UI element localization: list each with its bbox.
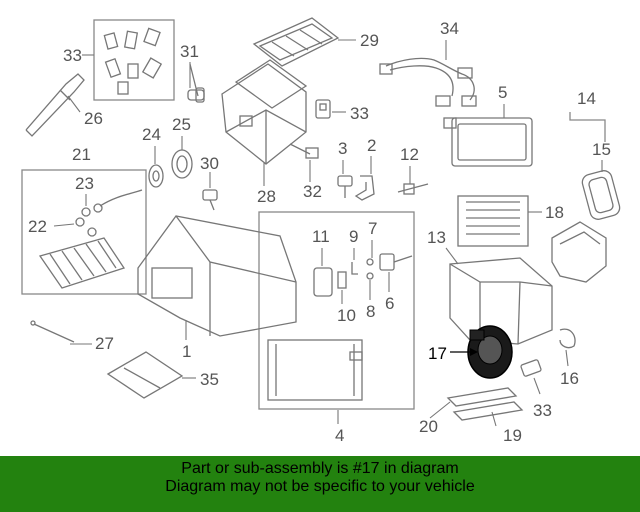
callout-label-22: 22 [28, 217, 47, 236]
part-22-seals [75, 217, 97, 237]
part-29-filter [252, 17, 340, 67]
callout-label-4: 4 [335, 426, 344, 445]
part-4-evaporator [267, 339, 363, 401]
part-26-rod [25, 73, 85, 137]
part-23-o-rings [81, 189, 143, 217]
callout-label-19: 19 [503, 426, 522, 445]
callout-label-25: 25 [172, 115, 191, 134]
part-9-link [351, 262, 358, 275]
callout-label-2: 2 [367, 136, 376, 155]
part-5-frame [451, 117, 533, 167]
callout-label-33: 33 [63, 46, 82, 65]
callout-label-5: 5 [498, 83, 507, 102]
part-21-heater-core [38, 237, 126, 289]
part-18-filter [457, 195, 529, 247]
part-11-actuator [313, 267, 333, 297]
part-13-case [449, 257, 553, 345]
part-33-clips [103, 27, 163, 95]
callout-label-30: 30 [200, 154, 219, 173]
part-14-cover [551, 221, 607, 283]
callout-label-28: 28 [257, 187, 276, 206]
part-27-rod [30, 320, 75, 343]
callout-label-14: 14 [577, 89, 596, 108]
callout-label-15: 15 [592, 140, 611, 159]
callout-label-16: 16 [560, 369, 579, 388]
callout-label-12: 12 [400, 145, 419, 164]
callout-label-18: 18 [545, 203, 564, 222]
callout-label-35: 35 [200, 370, 219, 389]
part-30-sensor [202, 189, 218, 211]
callout-label-6: 6 [385, 294, 394, 313]
group-box-33 [93, 19, 175, 101]
part-20-seal [446, 387, 518, 407]
callout-label-24: 24 [142, 125, 161, 144]
part-2-bracket [354, 175, 375, 201]
callout-label-3: 3 [338, 139, 347, 158]
part-7-8-rings [366, 258, 374, 280]
info-banner: Part or sub-assembly is #17 in diagram D… [0, 456, 640, 512]
part-19-seal [452, 401, 524, 421]
callout-label-31: 31 [180, 42, 199, 61]
callout-label-13: 13 [427, 228, 446, 247]
callout-label-32: 32 [303, 182, 322, 201]
leader-lines [53, 39, 603, 427]
callout-label-8: 8 [366, 302, 375, 321]
part-25-actuator [171, 149, 193, 179]
part-31-sensor [187, 63, 205, 103]
callout-label-11: 11 [312, 227, 330, 246]
part-10-clip [337, 271, 347, 289]
part-3-screw [337, 175, 353, 198]
callout-label-10: 10 [337, 306, 356, 325]
callout-label-34: 34 [440, 19, 459, 38]
leader-17 [450, 348, 478, 356]
part-28-housing [221, 59, 308, 165]
parts-diagram: 3331293426335142425213032121523283218221… [21, 17, 621, 445]
part-16-clip [559, 328, 576, 349]
part-12-bolt [397, 183, 429, 195]
callout-label-21: 21 [72, 145, 91, 164]
group-box-21 [21, 169, 147, 295]
callout-label-20: 20 [419, 417, 438, 436]
banner-line-2: Diagram may not be specific to your vehi… [165, 478, 475, 495]
part-6-sensor [379, 253, 413, 271]
callout-label-26: 26 [84, 109, 103, 128]
part-35-resistor [106, 351, 184, 399]
callout-label-7: 7 [368, 219, 377, 238]
callout-label-9: 9 [349, 227, 358, 246]
group-box-4 [258, 211, 415, 410]
callout-label-33: 33 [533, 401, 552, 420]
callout-label-17-highlighted[interactable]: 17 [428, 344, 447, 363]
part-33-connector-lower [520, 359, 542, 377]
part-1-main-housing [137, 215, 297, 337]
callout-label-29: 29 [360, 31, 379, 50]
part-33-connector [315, 99, 331, 119]
callout-label-33: 33 [350, 104, 369, 123]
part-34-harness [379, 57, 477, 129]
part-17-blower-motor[interactable] [467, 325, 513, 379]
callout-label-23: 23 [75, 174, 94, 193]
bracket-14 [569, 112, 606, 142]
callout-label-27: 27 [95, 334, 114, 353]
part-15-seal [581, 170, 621, 220]
part-24-grommet [148, 164, 164, 188]
callout-label-1: 1 [182, 342, 191, 361]
part-32-bolt [289, 143, 319, 159]
banner-line-1: Part or sub-assembly is #17 in diagram [181, 460, 459, 477]
